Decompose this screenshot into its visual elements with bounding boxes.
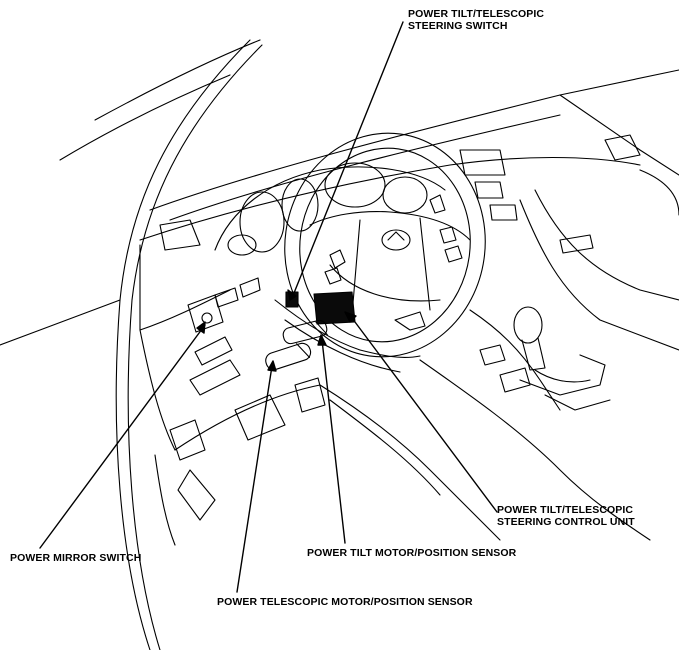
gear-shifter	[513, 306, 611, 411]
steering-column	[274, 299, 421, 373]
label-mirror-switch-text: POWER MIRROR SWITCH	[10, 552, 142, 564]
leader-mirror-switch	[39, 324, 206, 549]
instrument-cluster	[214, 162, 446, 256]
pedals	[154, 377, 326, 546]
label-tilt-motor-text: POWER TILT MOTOR/POSITION SENSOR	[307, 547, 517, 559]
label-control-unit-line-1: POWER TILT/TELESCOPIC	[497, 504, 634, 516]
label-power-tilt-motor: POWER TILT MOTOR/POSITION SENSOR	[307, 547, 516, 559]
label-steering-switch-line-1: POWER TILT/TELESCOPIC	[408, 8, 545, 20]
emblem-oval	[381, 229, 411, 251]
center-console	[419, 169, 679, 541]
label-power-telescopic-motor: POWER TELESCOPIC MOTOR/POSITION SENSOR	[217, 596, 473, 608]
a-pillar	[0, 39, 263, 650]
label-steering-switch-line-2: STEERING SWITCH	[408, 20, 508, 32]
label-steering-switch: POWER TILT/TELESCOPIC STEERING SWITCH	[408, 8, 544, 32]
leader-control-unit	[351, 317, 498, 513]
windshield-line	[149, 69, 679, 221]
leader-tilt-motor	[321, 339, 346, 544]
label-power-mirror-switch: POWER MIRROR SWITCH	[10, 552, 141, 564]
power-mirror-switch-part	[187, 294, 224, 333]
dashboard-upper	[139, 134, 641, 331]
steering-wheel	[284, 132, 486, 358]
tilt-motor-part	[282, 319, 328, 345]
lower-dashboard	[139, 277, 501, 541]
label-telescopic-motor-text: POWER TELESCOPIC MOTOR/POSITION SENSOR	[217, 596, 473, 608]
leader-steering-switch	[291, 21, 404, 299]
label-steering-control-unit: POWER TILT/TELESCOPIC STEERING CONTROL U…	[497, 504, 635, 528]
label-control-unit-line-2: STEERING CONTROL UNIT	[497, 516, 635, 528]
telescopic-motor-part	[265, 342, 312, 371]
leader-lines	[39, 21, 498, 593]
leader-telescopic-motor	[236, 365, 273, 593]
